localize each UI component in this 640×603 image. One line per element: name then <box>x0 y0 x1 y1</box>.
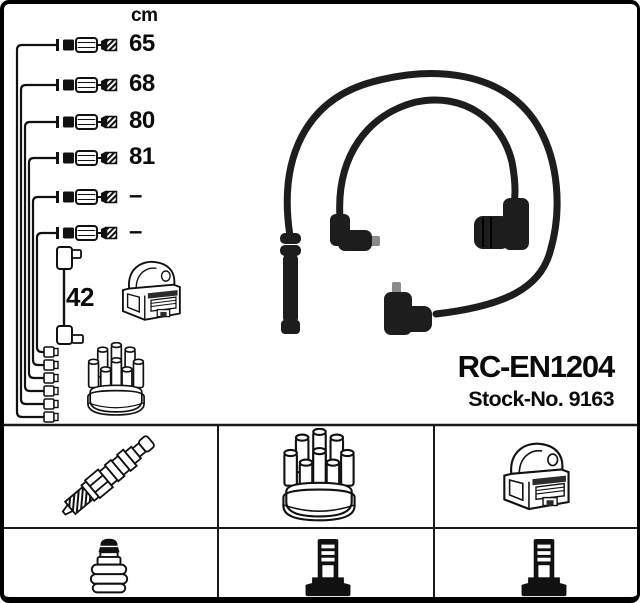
cable-length-schematic <box>15 37 118 423</box>
elbow-boot-right <box>474 198 529 250</box>
distributor-terminals <box>43 346 59 423</box>
ignition-coil-drawing <box>121 260 181 321</box>
coil-wire-length-label: 42 <box>66 282 94 312</box>
cable-length-row: 65 <box>129 30 155 57</box>
part-number: RC-EN1204 <box>457 349 616 384</box>
cable-routing-lines <box>15 43 59 419</box>
cable-length-row: – <box>129 218 142 245</box>
inner-cable <box>336 96 519 222</box>
cable-length-row: 80 <box>129 107 155 134</box>
straight-boot <box>280 233 301 334</box>
coil-wire <box>56 246 84 345</box>
stock-number: Stock-No. 9163 <box>468 387 614 411</box>
elbow-boot-bottom <box>384 282 432 335</box>
cable-length-row: 81 <box>129 143 155 170</box>
spark-plug-icon <box>61 435 155 516</box>
outer-cable <box>283 70 561 318</box>
cable-set-photo <box>280 70 561 335</box>
spark-plug-terminal-icon <box>89 538 129 594</box>
elbow-boot-left <box>330 214 380 251</box>
spark-plug-connectors <box>55 37 118 241</box>
distributor-cap-drawing <box>87 342 145 416</box>
cable-length-row: – <box>129 182 142 209</box>
coil-terminal-icon <box>521 539 567 597</box>
distributor-cap-icon <box>282 428 356 522</box>
legend-grid-lines <box>4 423 637 597</box>
unit-label: cm <box>131 5 158 26</box>
cable-length-row: 68 <box>129 70 155 97</box>
ignition-coil-icon <box>503 442 570 511</box>
distributor-terminal-icon <box>305 539 351 597</box>
